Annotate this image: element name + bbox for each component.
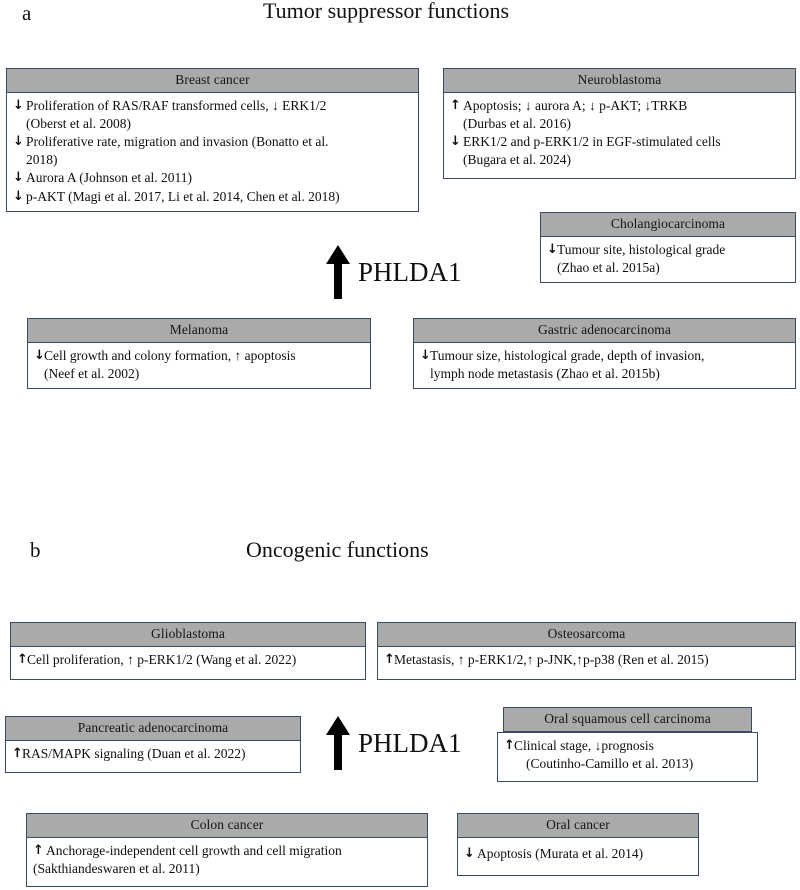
list-item-text: Proliferation of RAS/RAF transformed cel… <box>26 97 327 113</box>
up-arrow-icon: ↑ <box>504 737 515 753</box>
list-item: ↑ RAS/MAPK signaling (Duan et al. 2022) <box>12 745 294 763</box>
down-arrow-icon: ↓ <box>13 170 24 186</box>
list-item-text: Anchorage-independent cell growth and ce… <box>46 842 342 858</box>
box-cholangiocarcinoma: Cholangiocarcinoma ↓ Tumour site, histol… <box>540 212 796 283</box>
list-item-citation: (Durbas et al. 2016) <box>463 115 571 131</box>
box-header-oral-cancer: Oral cancer <box>457 813 699 838</box>
list-item-text: Cell growth and colony formation, ↑ apop… <box>44 347 296 363</box>
up-arrow-icon: ↑ <box>12 745 23 761</box>
box-breast-cancer: Breast cancer ↓ Proliferation of RAS/RAF… <box>6 68 419 212</box>
list-item: ↓ Proliferative rate, migration and inva… <box>13 133 412 169</box>
down-arrow-icon: ↓ <box>464 845 475 861</box>
box-pancreatic-adenocarcinoma: Pancreatic adenocarcinoma ↑ RAS/MAPK sig… <box>5 716 301 773</box>
box-colon-cancer: Colon cancer ↑ Anchorage-independent cel… <box>26 813 428 887</box>
box-neuroblastoma: Neuroblastoma ↑ Apoptosis; ↓ aurora A; ↓… <box>443 68 796 179</box>
panel-title-tumor-suppressor: Tumor suppressor functions <box>263 0 510 23</box>
box-body-osteosarcoma: ↑ Metastasis, ↑ p-ERK1/2,↑ p-JNK,↑p-p38 … <box>377 646 796 680</box>
box-body-pancreatic-adenocarcinoma: ↑ RAS/MAPK signaling (Duan et al. 2022) <box>5 740 301 773</box>
phlda1-indicator-panel-b: PHLDA1 <box>325 716 462 770</box>
up-arrow-icon: ↑ <box>384 651 395 667</box>
list-item-text: Tumour site, histological grade <box>557 241 726 257</box>
list-item: ↓ Tumour site, histological grade (Zhao … <box>547 241 789 277</box>
list-item-citation: (Zhao et al. 2015a) <box>557 259 660 275</box>
list-item-text: p-AKT (Magi et al. 2017, Li et al. 2014,… <box>26 188 340 204</box>
list-item: ↓ ERK1/2 and p-ERK1/2 in EGF-stimulated … <box>450 133 789 169</box>
list-item: ↓ Tumour size, histological grade, depth… <box>420 347 789 383</box>
list-item: ↓ Proliferation of RAS/RAF transformed c… <box>13 97 412 133</box>
down-arrow-icon: ↓ <box>13 188 24 204</box>
down-arrow-icon: ↓ <box>450 133 461 149</box>
list-item-text: Proliferative rate, migration and invasi… <box>26 133 329 149</box>
list-item-citation: lymph node metastasis (Zhao et al. 2015b… <box>430 365 660 381</box>
box-header-osteosarcoma: Osteosarcoma <box>377 622 796 647</box>
panel-title-oncogenic: Oncogenic functions <box>246 537 429 562</box>
list-item: ↑ Metastasis, ↑ p-ERK1/2,↑ p-JNK,↑p-p38 … <box>384 651 789 669</box>
box-header-oral-squamous-cell-carcinoma: Oral squamous cell carcinoma <box>503 707 752 732</box>
box-body-breast-cancer: ↓ Proliferation of RAS/RAF transformed c… <box>6 92 419 212</box>
list-item-text: ERK1/2 and p-ERK1/2 in EGF-stimulated ce… <box>463 133 721 149</box>
box-body-neuroblastoma: ↑ Apoptosis; ↓ aurora A; ↓ p-AKT; ↓TRKB … <box>443 92 796 179</box>
box-header-gastric-adenocarcinoma: Gastric adenocarcinoma <box>413 318 796 343</box>
list-item-text: Tumour size, histological grade, depth o… <box>430 347 705 363</box>
down-arrow-icon: ↓ <box>420 347 431 363</box>
list-item: ↑ Clinical stage, ↓prognosis (Coutinho-C… <box>504 737 751 773</box>
up-arrow-icon: ↑ <box>17 651 28 667</box>
box-gastric-adenocarcinoma: Gastric adenocarcinoma ↓ Tumour size, hi… <box>413 318 796 389</box>
list-item-text: Aurora A (Johnson et al. 2011) <box>26 170 192 186</box>
box-header-glioblastoma: Glioblastoma <box>10 622 366 647</box>
phlda1-label: PHLDA1 <box>358 256 462 287</box>
box-header-melanoma: Melanoma <box>27 318 371 343</box>
down-arrow-icon: ↓ <box>13 133 24 149</box>
down-arrow-icon: ↓ <box>547 241 558 257</box>
list-item-citation: (Neef et al. 2002) <box>44 365 140 381</box>
list-item: ↓ Cell growth and colony formation, ↑ ap… <box>34 347 364 383</box>
up-arrow-icon: ↑ <box>450 97 461 113</box>
list-item: ↑ Cell proliferation, ↑ p-ERK1/2 (Wang e… <box>17 651 359 669</box>
panel-letter-a: a <box>22 1 32 25</box>
list-item-citation: (Oberst et al. 2008) <box>26 115 131 131</box>
box-glioblastoma: Glioblastoma ↑ Cell proliferation, ↑ p-E… <box>10 622 366 680</box>
list-item-text: Clinical stage, ↓prognosis <box>514 737 654 753</box>
list-item: ↑ Apoptosis; ↓ aurora A; ↓ p-AKT; ↓TRKB … <box>450 97 789 133</box>
box-body-cholangiocarcinoma: ↓ Tumour site, histological grade (Zhao … <box>540 236 796 283</box>
box-header-pancreatic-adenocarcinoma: Pancreatic adenocarcinoma <box>5 716 301 741</box>
box-body-oral-squamous-cell-carcinoma: ↑ Clinical stage, ↓prognosis (Coutinho-C… <box>497 731 758 782</box>
list-item-citation: 2018) <box>26 152 58 168</box>
list-item-text: Cell proliferation, ↑ p-ERK1/2 (Wang et … <box>27 651 297 667</box>
box-header-neuroblastoma: Neuroblastoma <box>443 68 796 93</box>
phlda1-label: PHLDA1 <box>358 727 462 758</box>
list-item: ↓ p-AKT (Magi et al. 2017, Li et al. 201… <box>13 188 412 206</box>
list-item-text: Apoptosis (Murata et al. 2014) <box>477 845 644 861</box>
list-item-text: Metastasis, ↑ p-ERK1/2,↑ p-JNK,↑p-p38 (R… <box>394 651 709 667</box>
list-item: ↓ Apoptosis (Murata et al. 2014) <box>464 845 692 863</box>
up-arrow-icon <box>326 716 350 770</box>
panel-letter-b: b <box>30 538 41 562</box>
down-arrow-icon: ↓ <box>13 97 24 113</box>
box-osteosarcoma: Osteosarcoma ↑ Metastasis, ↑ p-ERK1/2,↑ … <box>377 622 796 680</box>
phlda1-indicator-panel-a: PHLDA1 <box>325 245 462 299</box>
box-oral-cancer: Oral cancer ↓ Apoptosis (Murata et al. 2… <box>457 813 699 876</box>
list-item: ↑ Anchorage-independent cell growth and … <box>33 842 421 878</box>
up-arrow-icon <box>326 245 350 299</box>
box-body-colon-cancer: ↑ Anchorage-independent cell growth and … <box>26 837 428 887</box>
box-oral-squamous-cell-carcinoma: Oral squamous cell carcinoma ↑ Clinical … <box>497 707 758 782</box>
down-arrow-icon: ↓ <box>34 347 45 363</box>
box-header-breast-cancer: Breast cancer <box>6 68 419 93</box>
list-item-citation: (Sakthiandeswaren et al. 2011) <box>33 860 200 876</box>
box-header-colon-cancer: Colon cancer <box>26 813 428 838</box>
up-arrow-icon: ↑ <box>33 842 44 858</box>
box-body-melanoma: ↓ Cell growth and colony formation, ↑ ap… <box>27 342 371 389</box>
list-item-text: Apoptosis; ↓ aurora A; ↓ p-AKT; ↓TRKB <box>463 97 688 113</box>
list-item-text: RAS/MAPK signaling (Duan et al. 2022) <box>22 745 246 761</box>
box-body-gastric-adenocarcinoma: ↓ Tumour size, histological grade, depth… <box>413 342 796 389</box>
list-item-citation: (Coutinho-Camillo et al. 2013) <box>526 755 694 771</box>
list-item-citation: (Bugara et al. 2024) <box>463 152 571 168</box>
box-body-oral-cancer: ↓ Apoptosis (Murata et al. 2014) <box>457 837 699 876</box>
box-body-glioblastoma: ↑ Cell proliferation, ↑ p-ERK1/2 (Wang e… <box>10 646 366 680</box>
box-melanoma: Melanoma ↓ Cell growth and colony format… <box>27 318 371 389</box>
list-item: ↓ Aurora A (Johnson et al. 2011) <box>13 169 412 187</box>
box-header-cholangiocarcinoma: Cholangiocarcinoma <box>540 212 796 237</box>
